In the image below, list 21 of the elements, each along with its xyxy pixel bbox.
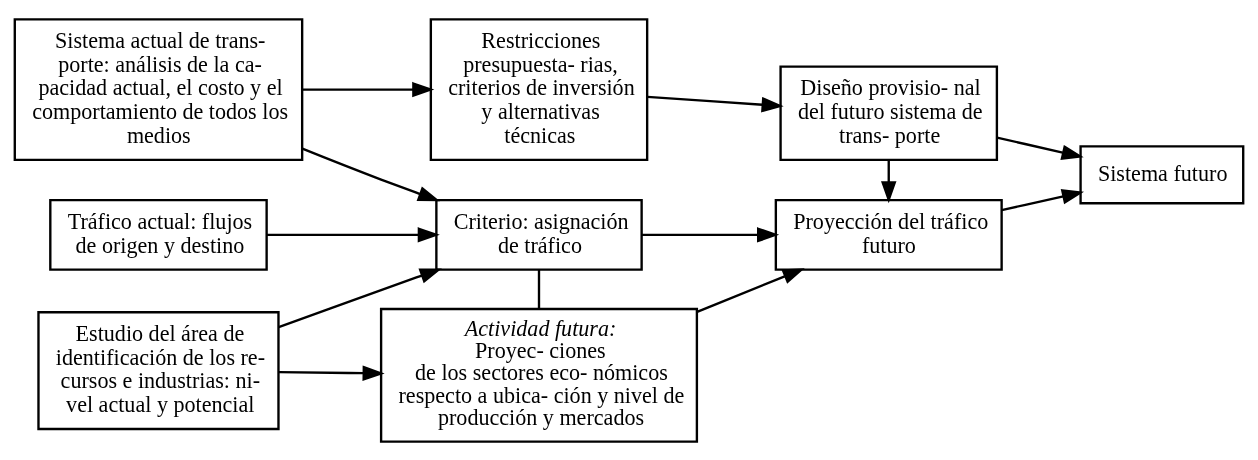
node-box: Actividad futura: Proyec- ciones de los sectores eco- nómicos respecto a ubica- ción y nivel de producción y mercados: [379, 307, 699, 443]
arrow: [647, 95, 784, 112]
node-box: Diseño provisio- nal del futuro sistema de trans- porte: [779, 65, 999, 161]
node-box: Criterio: asignación de tráfico: [435, 198, 643, 271]
node-box: Tráfico actual: flujos de origen y destino: [49, 198, 268, 271]
connector: [537, 269, 541, 309]
node-box: Sistema actual de trans- porte: análisis de la ca- pacidad actual, el costo y el comportamiento de todos los medios: [13, 17, 304, 161]
node-box: Proyección del tráfico futuro: [774, 198, 1003, 271]
arrow: [301, 147, 441, 201]
arrow: [302, 81, 435, 97]
arrow: [1001, 188, 1085, 211]
arrow: [266, 226, 440, 243]
node-box: Estudio del área de identificación de los re- cursos e industrias: ni- vel actual y potencial: [37, 310, 280, 430]
arrow: [696, 267, 805, 313]
node-box: Sistema futuro: [1079, 144, 1245, 204]
arrow: [641, 226, 780, 243]
arrow: [881, 159, 897, 203]
node-box: Restricciones presupuesta- rias, criterios de inversión y alternativas técnicas: [429, 17, 649, 161]
arrow: [278, 267, 442, 328]
arrow: [278, 364, 385, 381]
arrow: [996, 135, 1084, 160]
